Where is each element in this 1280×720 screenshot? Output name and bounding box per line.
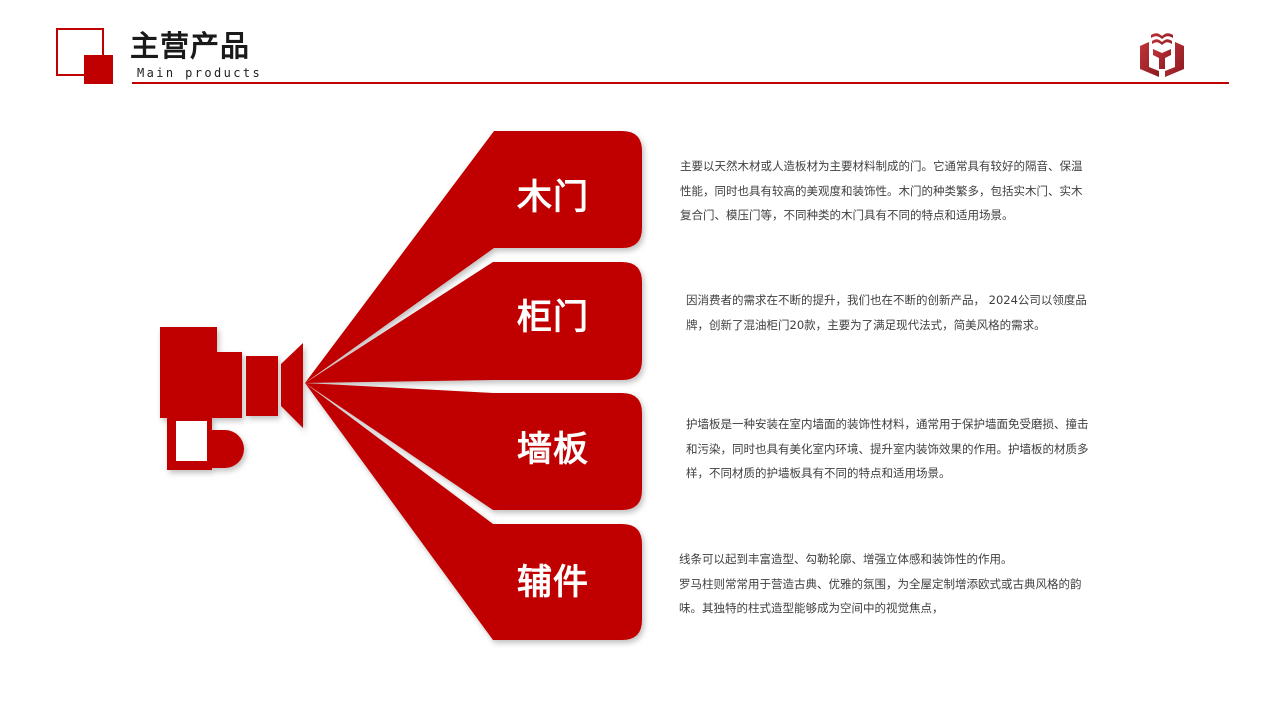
description-line: 和污染，同时也具有美化室内环境、提升室内装饰效果的作用。护墙板的材质多	[686, 441, 1089, 456]
header-outline-square	[56, 28, 104, 76]
description-line: 味。其独特的柱式造型能够成为空间中的视觉焦点，	[679, 601, 944, 615]
description-line: 主要以天然木材或人造板材为主要材料制成的门。它通常具有较好的隔音、保温	[680, 159, 1083, 173]
product-description-wall-panel: 护墙板是一种安装在室内墙面的装饰性材料，通常用于保护墙面免受磨损、撞击 和污染，…	[686, 412, 1089, 486]
product-label-wood-door: 木门	[516, 178, 589, 218]
description-line: 性能，同时也具有较高的美观度和装饰性。木门的种类繁多，包括实木门、实木	[680, 183, 1083, 198]
description-line: 因消费者的需求在不断的提升，我们也在不断的创新产品， 2024公司以领度品	[686, 293, 1087, 307]
company-logo-icon	[1140, 33, 1184, 77]
megaphone-icon	[160, 327, 303, 470]
page-title: 主营产品	[130, 29, 251, 63]
product-label-accessories: 辅件	[516, 563, 589, 603]
description-line: 线条可以起到丰富造型、勾勒轮廓、增强立体感和装饰性的作用。	[679, 552, 1013, 566]
product-description-wood-door: 主要以天然木材或人造板材为主要材料制成的门。它通常具有较好的隔音、保温 性能，同…	[680, 154, 1083, 228]
product-label-wall-panel: 墙板	[516, 430, 589, 470]
product-description-cabinet-door: 因消费者的需求在不断的提升，我们也在不断的创新产品， 2024公司以领度品 牌，…	[686, 288, 1087, 337]
description-line: 牌，创新了混油柜门20款，主要为了满足现代法式，简美风格的需求。	[686, 317, 1046, 332]
product-description-accessories: 线条可以起到丰富造型、勾勒轮廓、增强立体感和装饰性的作用。 罗马柱则常常用于营造…	[679, 547, 1082, 621]
header-divider	[132, 82, 1229, 84]
description-line: 复合门、模压门等，不同种类的木门具有不同的特点和适用场景。	[680, 208, 1014, 222]
header-filled-square	[84, 55, 113, 84]
product-label-cabinet-door: 柜门	[516, 298, 589, 338]
description-line: 罗马柱则常常用于营造古典、优雅的氛围，为全屋定制增添欧式或古典风格的韵	[679, 576, 1082, 591]
page-subtitle: Main products	[137, 66, 263, 80]
rays	[305, 131, 642, 640]
description-line: 样，不同材质的护墙板具有不同的特点和适用场景。	[686, 466, 951, 480]
description-line: 护墙板是一种安装在室内墙面的装饰性材料，通常用于保护墙面免受磨损、撞击	[686, 417, 1089, 431]
